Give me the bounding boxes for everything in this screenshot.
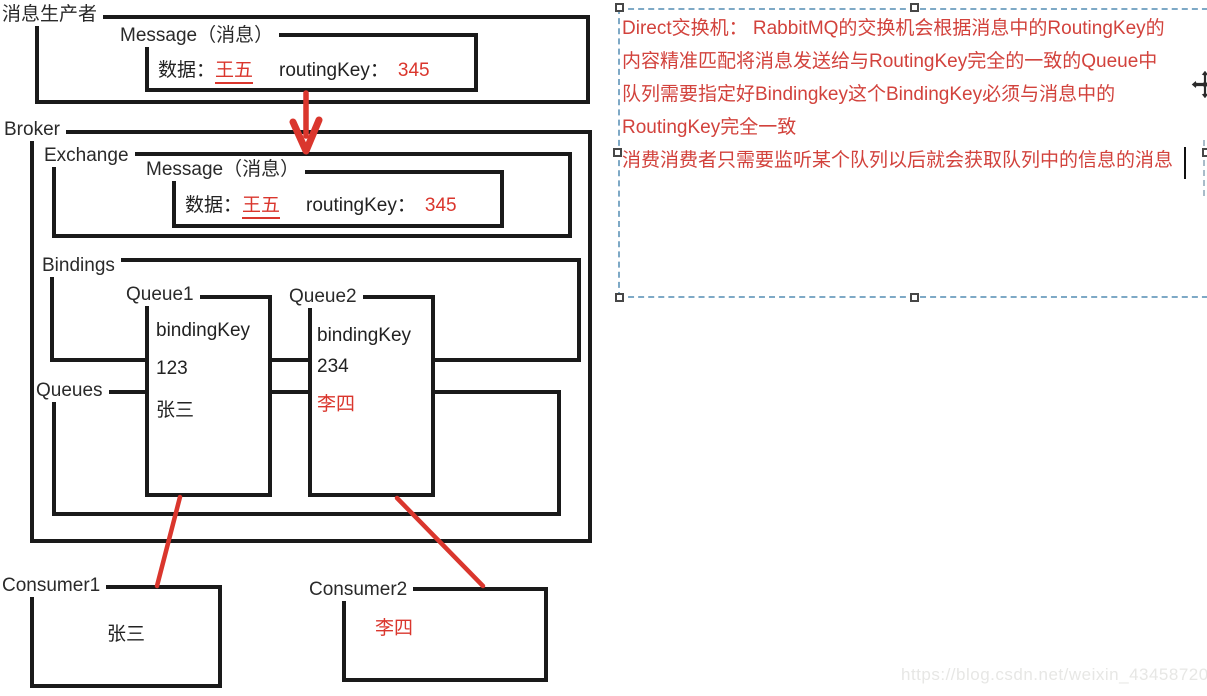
selection-handle-bottom-middle[interactable] (910, 293, 919, 302)
routing-key-label: routingKey： (279, 60, 389, 81)
note-line: Direct交换机： RabbitMQ的交换机会根据消息中的RoutingKey… (622, 18, 1165, 39)
selection-handle-top-left[interactable] (615, 3, 624, 12)
exchange-label: Exchange (42, 145, 135, 167)
exchange-message-content: 数据：王五 routingKey： 345 (185, 195, 457, 219)
queue1-consumer-name: 张三 (156, 400, 195, 421)
note-textbox[interactable]: Direct交换机： RabbitMQ的交换机会根据消息中的RoutingKey… (622, 12, 1173, 177)
queue1-box (145, 295, 272, 497)
note-line: 内容精准匹配将消息发送给与RoutingKey完全的一致的Queue中 (622, 51, 1158, 72)
consumer1-label: Consumer1 (0, 575, 107, 597)
producer-message-content: 数据：王五 routingKey： 345 (158, 60, 430, 84)
note-line: RoutingKey完全一致 (622, 117, 797, 138)
queue2-box (308, 295, 435, 497)
consumer2-value: 李四 (375, 618, 414, 639)
note-line: 消费消费者只需要监听某个队列以后就会获取队列中的信息的消息 (622, 150, 1174, 171)
consumer2-box (342, 587, 548, 682)
producer-box (35, 15, 590, 104)
producer-message-label: Message（消息） (118, 25, 280, 47)
routing-value: 345 (397, 60, 430, 81)
watermark-text: https://blog.csdn.net/weixin_43458720 (901, 665, 1207, 684)
move-cursor-icon (1191, 67, 1207, 102)
selection-handle-left-middle[interactable] (613, 148, 622, 157)
data-value: 王五 (215, 60, 254, 84)
queue1-label: Queue1 (124, 284, 200, 306)
data-key-label: 数据： (158, 60, 216, 81)
selection-handle-bottom-left[interactable] (615, 293, 624, 302)
consumer1-box (30, 585, 222, 688)
selection-right-edge-fragment (1203, 140, 1205, 196)
text-caret (1184, 147, 1186, 179)
broker-label: Broker (2, 119, 66, 141)
producer-label: 消息生产者 (0, 4, 104, 26)
queue2-bindingkey-label: bindingKey (317, 325, 412, 346)
queue2-bindingkey-value: 234 (317, 356, 349, 377)
queue1-bindingkey-label: bindingKey (156, 320, 251, 341)
consumer2-label: Consumer2 (307, 579, 414, 601)
exchange-message-box (172, 170, 504, 228)
bindings-label: Bindings (40, 255, 121, 277)
routing-key-label: routingKey： (306, 195, 416, 216)
selection-handle-right-middle[interactable] (1202, 148, 1207, 157)
producer-message-box (145, 33, 478, 92)
queue1-bindingkey-value: 123 (156, 358, 188, 379)
queue2-consumer-name: 李四 (317, 394, 356, 415)
queues-label: Queues (34, 380, 109, 402)
selection-handle-top-middle[interactable] (910, 3, 919, 12)
consumer1-value: 张三 (107, 624, 146, 645)
routing-value: 345 (424, 195, 457, 216)
note-line: 队列需要指定好Bindingkey这个BindingKey必须与消息中的 (622, 84, 1116, 105)
data-key-label: 数据： (185, 195, 243, 216)
exchange-message-label: Message（消息） (144, 159, 306, 181)
queue2-label: Queue2 (287, 286, 363, 308)
data-value: 王五 (242, 195, 281, 219)
queues-box (52, 390, 561, 516)
